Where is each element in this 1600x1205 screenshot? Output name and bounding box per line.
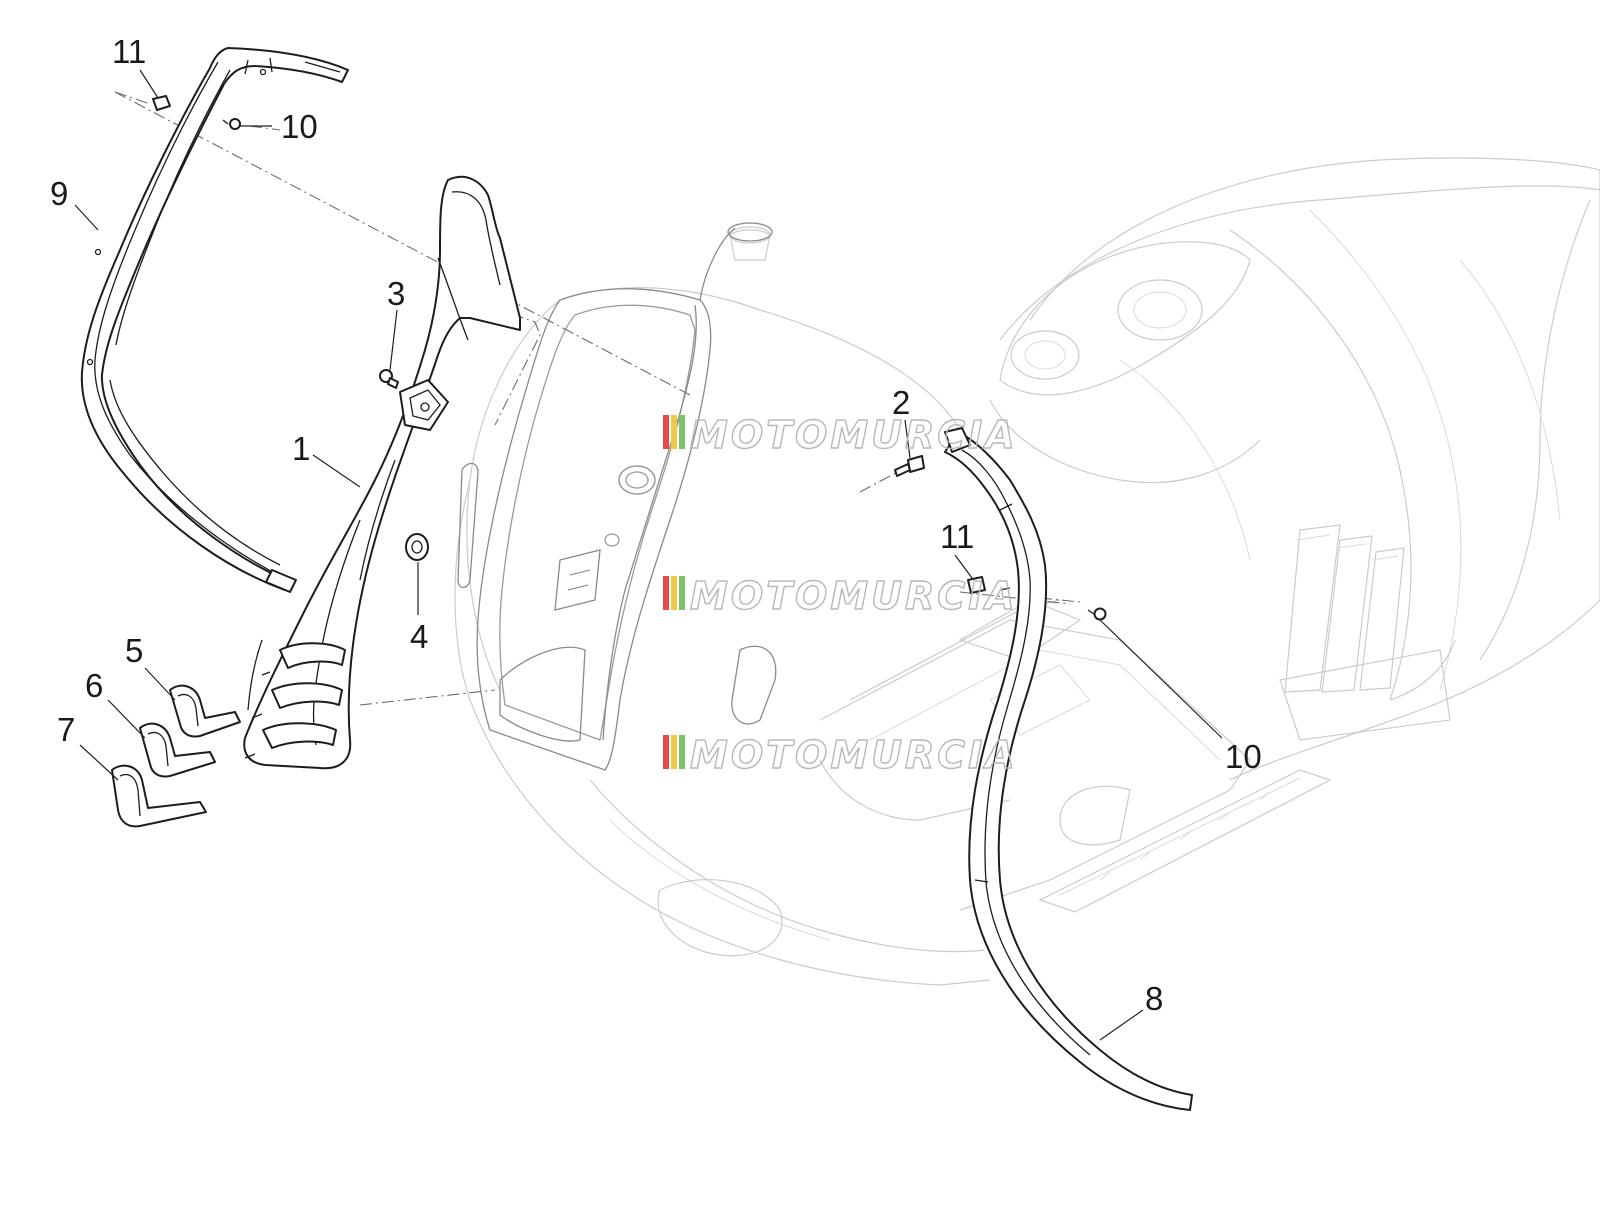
watermark-stripe-red (663, 415, 669, 449)
watermark-stripe-green (679, 735, 685, 769)
part-5-grille-trim (169, 684, 241, 738)
assembly-lines (114, 91, 1081, 706)
watermark-stripe-yellow (671, 735, 677, 769)
callout-labels: 11 10 9 3 1 4 5 6 7 2 11 10 8 (50, 33, 1262, 1017)
watermark-stripe-green (679, 576, 685, 610)
part-6-grille-trim (139, 722, 216, 778)
watermark-text: MOTOMURCIA (690, 733, 1018, 777)
watermark-2: MOTOMURCIA (663, 573, 1018, 619)
callout-8: 8 (1145, 980, 1163, 1017)
watermark-stripe-red (663, 576, 669, 610)
watermark-stripe-yellow (671, 576, 677, 610)
watermark-text: MOTOMURCIA (690, 413, 1018, 457)
watermark-stripe-green (679, 415, 685, 449)
part-7-grille-trim (111, 764, 207, 828)
callout-11-top: 11 (112, 33, 146, 70)
callout-4: 4 (410, 618, 428, 655)
watermark-stripe-yellow (671, 415, 677, 449)
front-shield-panel (457, 222, 777, 771)
hardware-clip-11-top (152, 95, 171, 111)
leader-lines (74, 69, 1223, 1041)
callout-5: 5 (125, 632, 143, 669)
hardware-screw-2 (894, 455, 925, 477)
part-9-shield-trim (80, 47, 349, 593)
part-1-horncover (243, 175, 521, 770)
watermark-text: MOTOMURCIA (690, 574, 1018, 618)
callout-1: 1 (292, 430, 310, 467)
hardware-screw-3 (379, 369, 399, 389)
callout-10-right: 10 (1225, 738, 1262, 775)
watermark-1: MOTOMURCIA (663, 412, 1018, 458)
callout-3: 3 (387, 275, 405, 312)
hardware-screw-10-top (222, 118, 241, 130)
callout-7: 7 (57, 711, 75, 748)
watermark-3: MOTOMURCIA (663, 732, 1018, 778)
scooter-body-ghost (454, 157, 1600, 986)
callout-9: 9 (50, 175, 68, 212)
callout-6: 6 (85, 667, 103, 704)
callout-10-top: 10 (281, 108, 318, 145)
part-8-edge-trim (944, 427, 1193, 1111)
hardware-clip-11-right (967, 576, 986, 594)
callout-11-right: 11 (940, 518, 974, 555)
watermark-stripe-red (663, 735, 669, 769)
hardware-screw-10-right (1087, 607, 1107, 621)
hardware-grommet-4 (405, 533, 429, 561)
callout-2: 2 (892, 384, 910, 421)
